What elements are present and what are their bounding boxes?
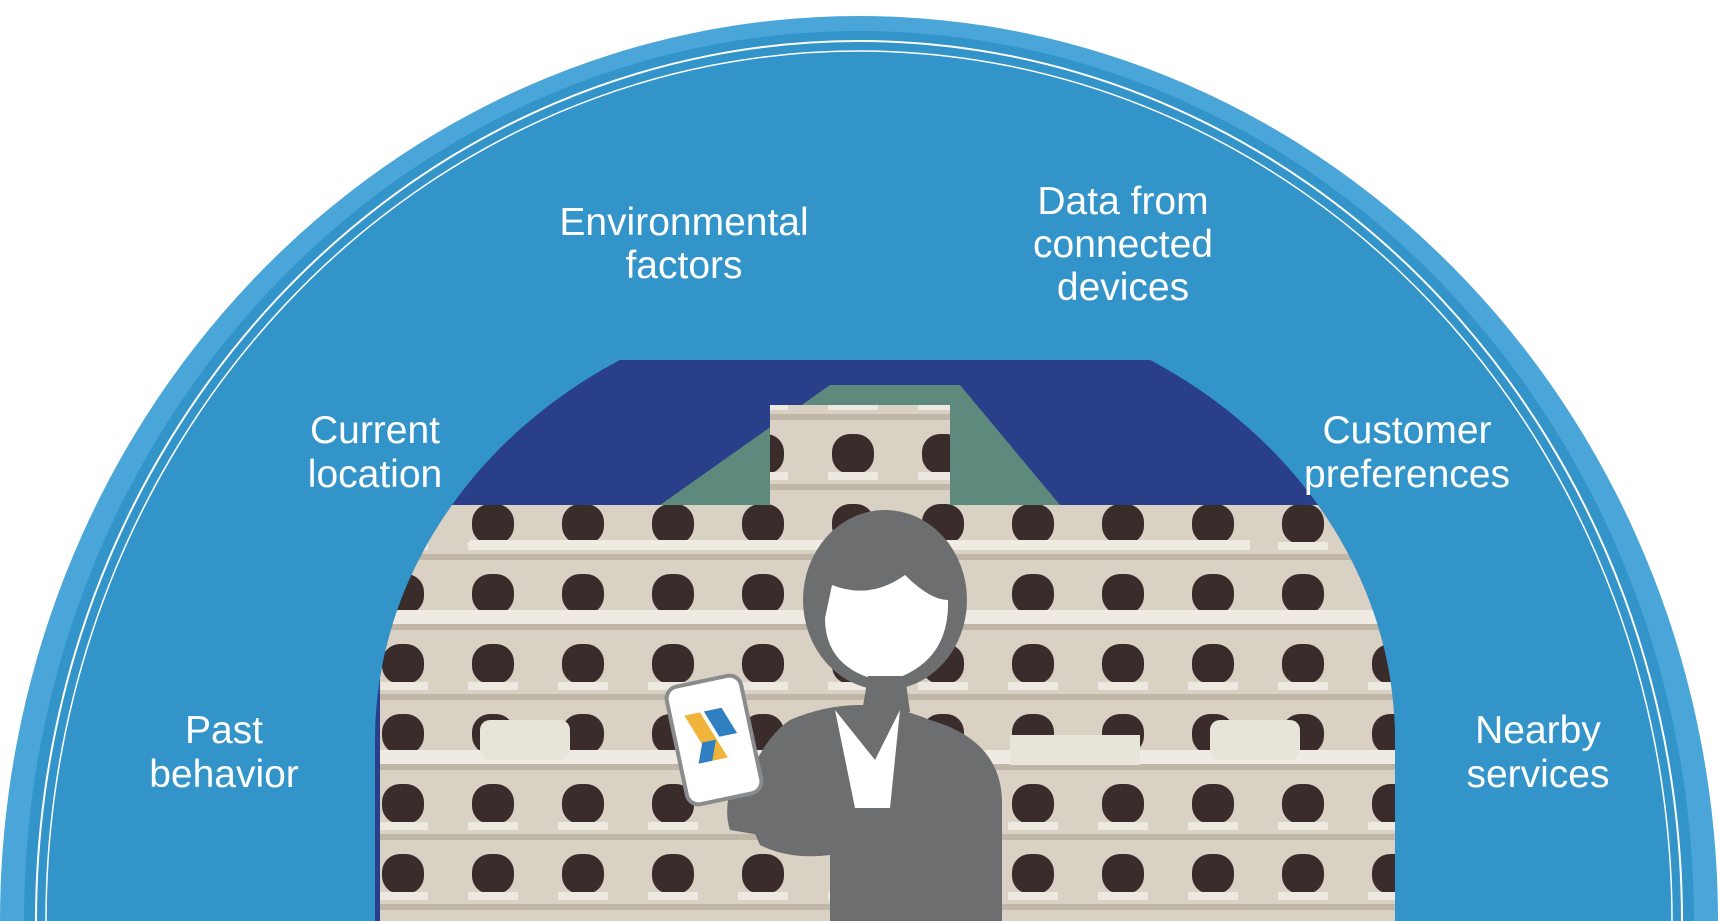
balcony	[480, 720, 570, 760]
label-line: Environmental	[559, 201, 808, 244]
label-line: behavior	[149, 753, 299, 796]
label-current-location: Current location	[308, 409, 442, 496]
balcony	[1210, 720, 1300, 760]
balcony	[1010, 735, 1140, 765]
person-with-smartphone-icon	[664, 510, 1002, 921]
label-line: Data from	[1037, 180, 1208, 223]
label-past-behavior: Past behavior	[149, 709, 299, 796]
person-collar	[835, 710, 900, 808]
person-neck	[862, 676, 910, 712]
label-nearby-services: Nearby services	[1466, 709, 1609, 796]
arc-line-outer	[35, 40, 1683, 921]
label-line: connected	[1033, 223, 1213, 266]
label-line: factors	[625, 244, 742, 287]
label-line: Past	[185, 709, 263, 752]
person-face	[825, 575, 949, 682]
label-line: location	[308, 453, 442, 496]
person-body	[740, 705, 1002, 921]
label-line: services	[1466, 753, 1609, 796]
label-line: preferences	[1304, 453, 1510, 496]
label-line: devices	[1057, 266, 1189, 309]
building-tower	[770, 405, 950, 515]
label-line: Nearby	[1475, 709, 1601, 752]
label-line: Current	[310, 409, 440, 452]
arc-line-inner	[45, 50, 1673, 921]
label-environmental-factors: Environmental factors	[559, 201, 808, 287]
label-customer-preferences: Customer preferences	[1304, 409, 1510, 496]
app-logo-icon	[684, 707, 738, 764]
label-connected-devices: Data from connected devices	[1033, 180, 1213, 309]
label-line: Customer	[1322, 409, 1491, 452]
smartphone-icon	[664, 673, 764, 807]
